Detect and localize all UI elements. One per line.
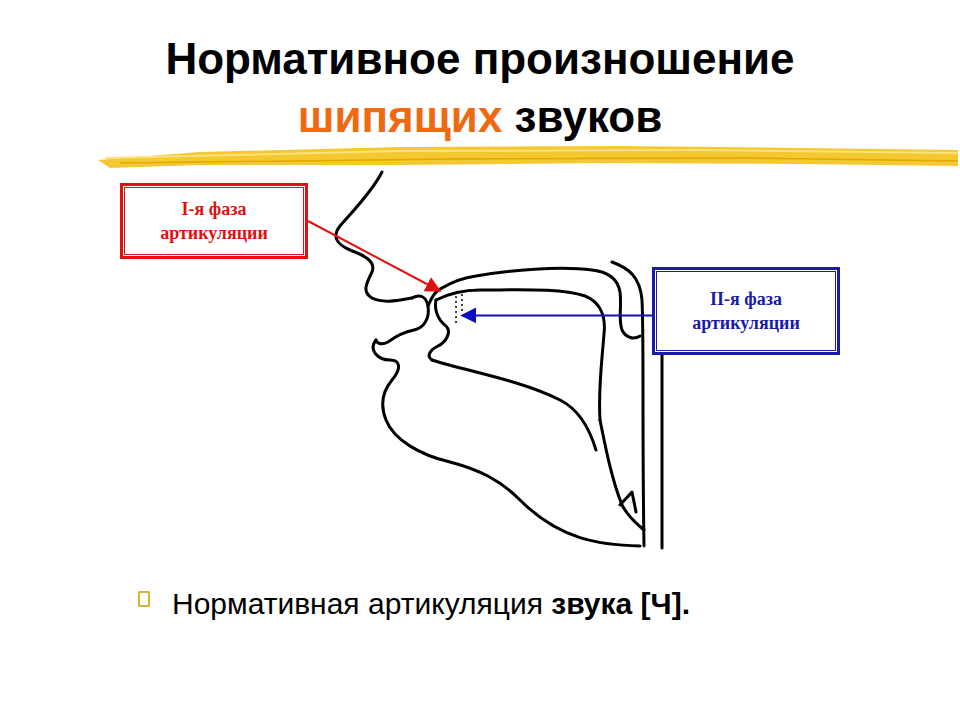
- face-profile-upper: [336, 172, 412, 301]
- caption-word: звука: [551, 587, 632, 620]
- head-section: [336, 172, 662, 548]
- slide-title: Нормативное произношение шипящих звуков: [80, 30, 880, 146]
- callout-box: II-я фаза артикуляции: [652, 267, 840, 355]
- larynx: [600, 420, 644, 530]
- leader-arrow: [462, 314, 652, 316]
- caption-word: [Ч].: [641, 587, 690, 620]
- dotted-mark: [461, 294, 463, 312]
- caption-word: Нормативная: [172, 587, 360, 620]
- title-word: произношение: [473, 34, 795, 83]
- dotted-mark: [455, 296, 457, 324]
- bullet-symbol: [139, 592, 149, 606]
- phase-label: I-я фаза артикуляции: [134, 197, 294, 245]
- lower-teeth: [429, 300, 448, 360]
- word-gap: [632, 587, 640, 620]
- callout-box: I-я фаза артикуляции: [120, 183, 308, 259]
- word-gap: [360, 587, 368, 620]
- brush-streak: [120, 158, 958, 163]
- title-word: шипящих: [298, 92, 503, 141]
- tongue: [436, 290, 604, 420]
- lips: [376, 296, 428, 344]
- word-gap: [502, 92, 514, 141]
- jaw-inner: [432, 360, 596, 450]
- palate: [428, 268, 640, 338]
- caption-word: артикуляция: [368, 587, 543, 620]
- word-gap: [460, 34, 472, 83]
- epiglottis: [620, 492, 636, 512]
- brush-underline: [98, 146, 958, 168]
- bullet-text: Нормативная артикуляция звука [Ч].: [172, 585, 932, 623]
- pharynx-wall: [612, 262, 644, 546]
- title-word: Нормативное: [165, 34, 460, 83]
- leader-arrow: [308, 221, 440, 291]
- brush-streak: [105, 150, 958, 158]
- contact-dots: [456, 294, 462, 324]
- phase-label: II-я фаза артикуляции: [666, 287, 826, 335]
- bullet-box: [139, 592, 149, 606]
- word-gap: [543, 587, 551, 620]
- brush-stroke: [98, 146, 958, 168]
- title-word: звуков: [515, 92, 663, 141]
